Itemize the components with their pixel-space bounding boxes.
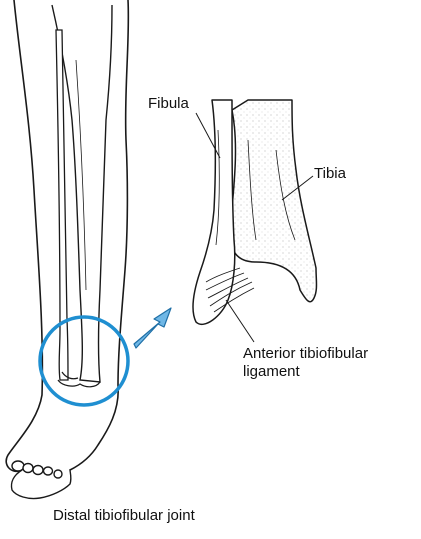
figure-caption: Distal tibiofibular joint <box>53 507 195 525</box>
foot-outline <box>11 461 70 499</box>
label-ligament-line1: Anterior tibiofibular <box>243 345 368 363</box>
label-tibia: Tibia <box>314 165 346 183</box>
enlarged-tibia <box>230 100 317 302</box>
label-fibula: Fibula <box>148 95 189 113</box>
label-anterior-tibiofibular-ligament: Anterior tibiofibular ligament <box>243 345 368 381</box>
enlarged-fibula <box>193 100 235 324</box>
zoom-arrow-icon <box>134 308 171 348</box>
label-ligament-line2: ligament <box>243 363 368 381</box>
